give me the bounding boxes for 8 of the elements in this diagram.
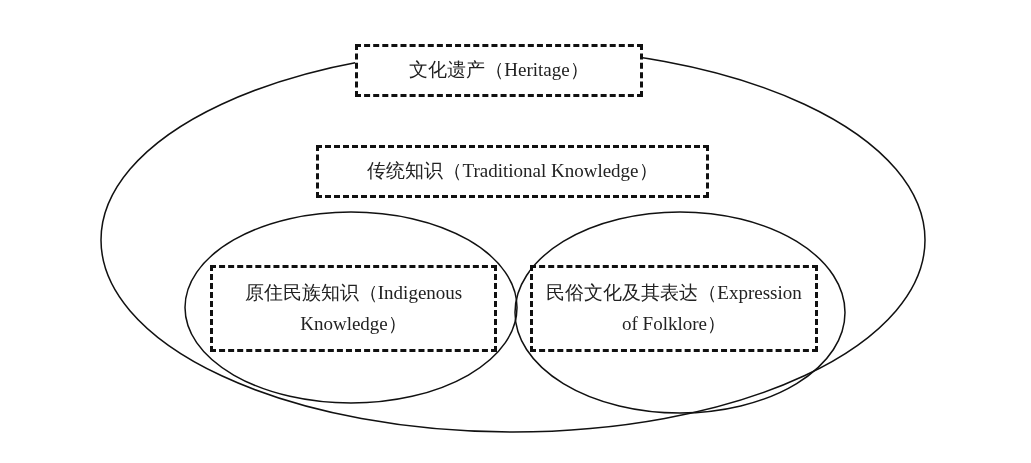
concept-box [316,145,709,198]
concept-label: 民俗文化及其表达（Expression of Folklore） [545,281,803,336]
concept-box [355,44,643,97]
concept-box [530,265,818,352]
concept-label: 文化遗产（Heritage） [409,58,589,83]
concept-box [210,265,497,352]
concept-label: 传统知识（Traditional Knowledge） [367,159,658,184]
concept-label: 原住民族知识（Indigenous Knowledge） [243,281,464,336]
